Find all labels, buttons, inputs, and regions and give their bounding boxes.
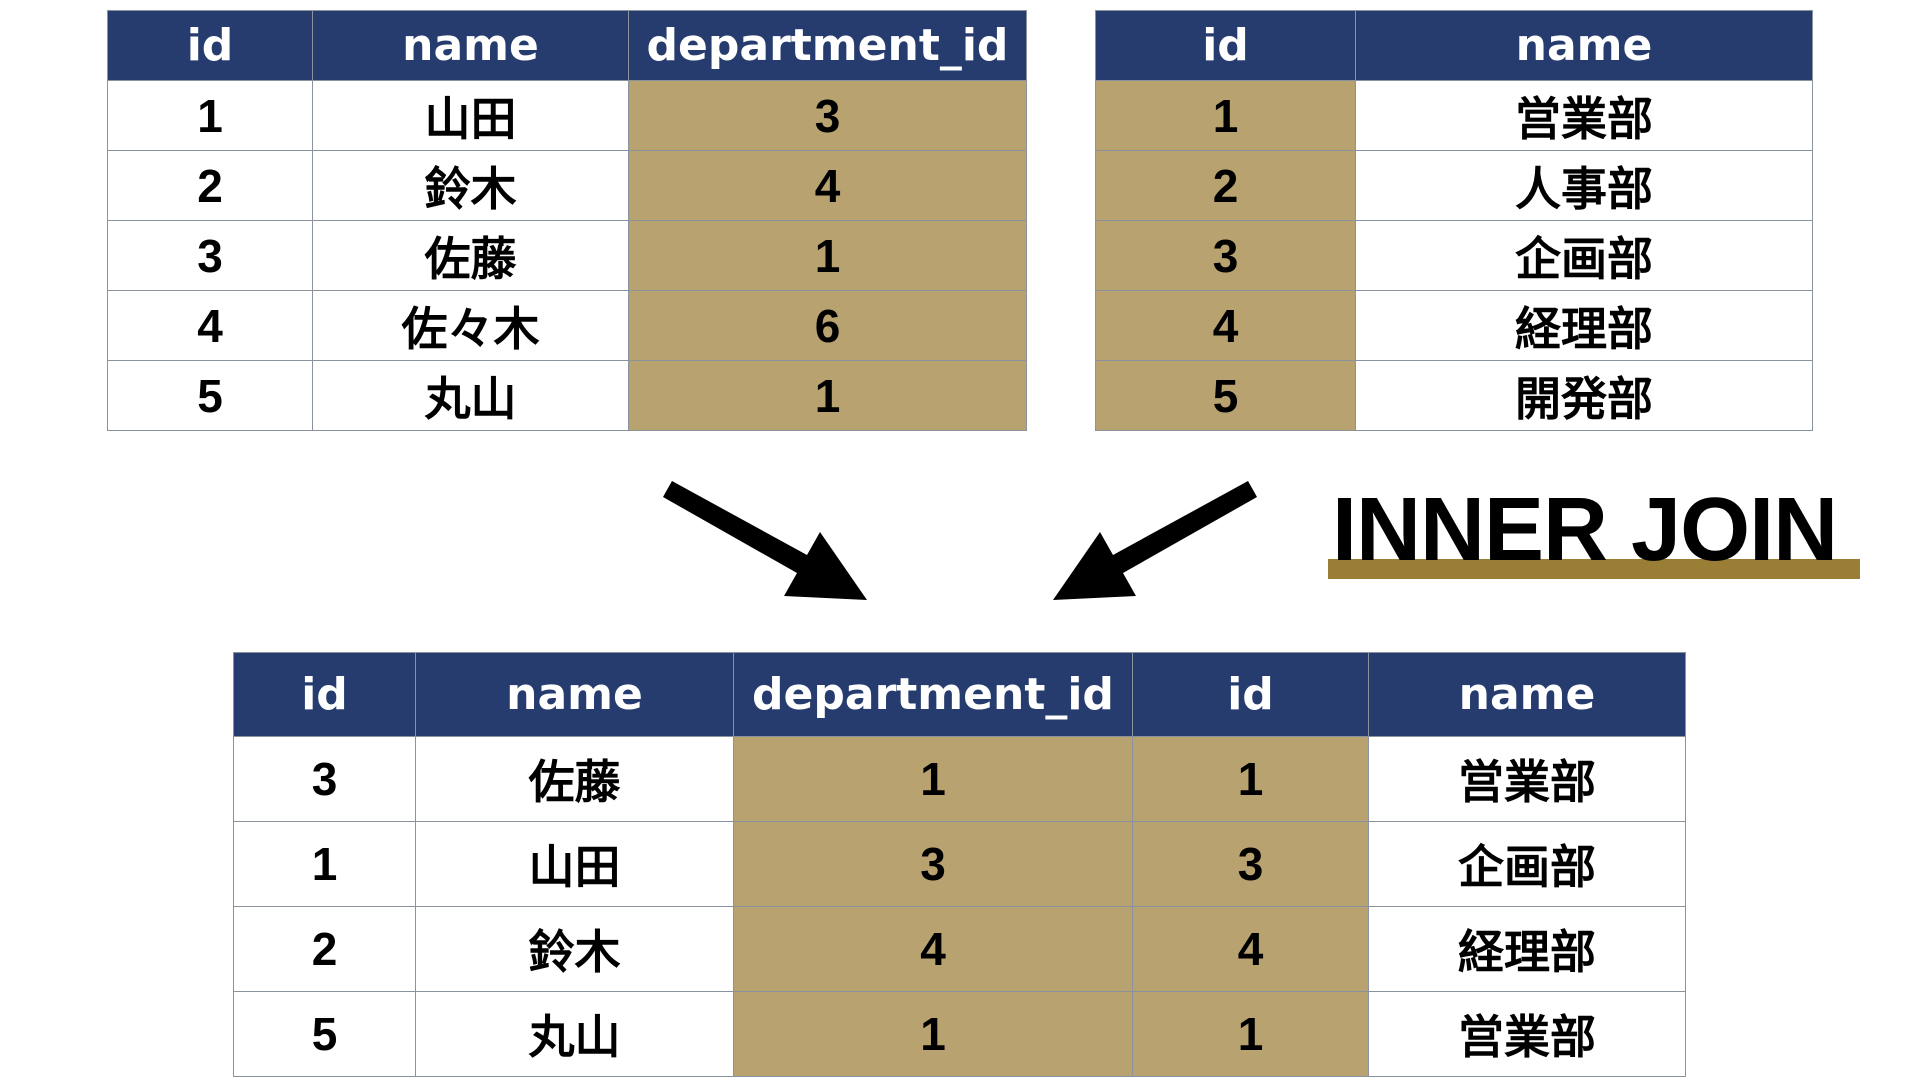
cell-department-id: 3 xyxy=(628,80,1027,151)
cell-dept-name: 営業部 xyxy=(1368,991,1686,1077)
cell-id: 1 xyxy=(107,80,313,151)
table-row: 2 人事部 xyxy=(1095,150,1813,221)
cell-dept-id: 1 xyxy=(1132,736,1369,822)
cell-id: 2 xyxy=(107,150,313,221)
arrow-down-right-icon xyxy=(663,481,867,600)
table-row: 2 鈴木 4 4 経理部 xyxy=(233,906,1686,992)
cell-id: 4 xyxy=(1095,290,1356,361)
result-col-dept-name: name xyxy=(1368,652,1686,737)
table-row: 4 佐々木 6 xyxy=(107,290,1027,361)
cell-dept-name: 企画部 xyxy=(1368,821,1686,907)
result-col-dept-id: id xyxy=(1132,652,1369,737)
employees-header-row: id name department_id xyxy=(107,10,1027,81)
cell-id: 2 xyxy=(1095,150,1356,221)
cell-dept-name: 営業部 xyxy=(1368,736,1686,822)
cell-name: 丸山 xyxy=(312,360,629,431)
employees-table: id name department_id 1 山田 3 2 鈴木 4 3 佐藤… xyxy=(107,10,1027,431)
cell-id: 4 xyxy=(107,290,313,361)
departments-col-name: name xyxy=(1355,10,1813,81)
cell-department-id: 1 xyxy=(628,220,1027,291)
cell-dept-id: 3 xyxy=(1132,821,1369,907)
cell-department-id: 1 xyxy=(628,360,1027,431)
cell-id: 1 xyxy=(1095,80,1356,151)
result-table: id name department_id id name 3 佐藤 1 1 営… xyxy=(233,652,1686,1077)
result-col-department-id: department_id xyxy=(733,652,1133,737)
cell-name: 企画部 xyxy=(1355,220,1813,291)
cell-department-id: 3 xyxy=(733,821,1133,907)
result-header-row: id name department_id id name xyxy=(233,652,1686,737)
cell-id: 2 xyxy=(233,906,416,992)
cell-id: 3 xyxy=(233,736,416,822)
departments-table: id name 1 営業部 2 人事部 3 企画部 4 経理部 5 開発部 xyxy=(1095,10,1813,431)
table-row: 5 開発部 xyxy=(1095,360,1813,431)
table-row: 1 山田 3 3 企画部 xyxy=(233,821,1686,907)
inner-join-text: INNER JOIN xyxy=(1332,480,1838,580)
table-row: 5 丸山 1 xyxy=(107,360,1027,431)
cell-name: 佐々木 xyxy=(312,290,629,361)
table-row: 3 企画部 xyxy=(1095,220,1813,291)
employees-col-department-id: department_id xyxy=(628,10,1027,81)
cell-department-id: 4 xyxy=(733,906,1133,992)
cell-name: 山田 xyxy=(415,821,734,907)
table-row: 3 佐藤 1 1 営業部 xyxy=(233,736,1686,822)
cell-name: 経理部 xyxy=(1355,290,1813,361)
table-row: 1 営業部 xyxy=(1095,80,1813,151)
cell-name: 開発部 xyxy=(1355,360,1813,431)
result-col-id: id xyxy=(233,652,416,737)
cell-name: 丸山 xyxy=(415,991,734,1077)
cell-department-id: 1 xyxy=(733,991,1133,1077)
cell-name: 人事部 xyxy=(1355,150,1813,221)
cell-dept-id: 1 xyxy=(1132,991,1369,1077)
cell-name: 鈴木 xyxy=(415,906,734,992)
cell-name: 佐藤 xyxy=(312,220,629,291)
cell-department-id: 6 xyxy=(628,290,1027,361)
cell-id: 5 xyxy=(233,991,416,1077)
departments-header-row: id name xyxy=(1095,10,1813,81)
cell-dept-id: 4 xyxy=(1132,906,1369,992)
cell-id: 1 xyxy=(233,821,416,907)
cell-name: 佐藤 xyxy=(415,736,734,822)
inner-join-label: INNER JOIN xyxy=(1328,484,1860,582)
table-row: 5 丸山 1 1 営業部 xyxy=(233,991,1686,1077)
cell-id: 3 xyxy=(107,220,313,291)
cell-id: 5 xyxy=(107,360,313,431)
table-row: 1 山田 3 xyxy=(107,80,1027,151)
cell-department-id: 4 xyxy=(628,150,1027,221)
table-row: 2 鈴木 4 xyxy=(107,150,1027,221)
employees-col-name: name xyxy=(312,10,629,81)
departments-col-id: id xyxy=(1095,10,1356,81)
cell-name: 山田 xyxy=(312,80,629,151)
employees-col-id: id xyxy=(107,10,313,81)
cell-department-id: 1 xyxy=(733,736,1133,822)
inner-join-underline xyxy=(1328,559,1860,579)
table-row: 4 経理部 xyxy=(1095,290,1813,361)
result-col-name: name xyxy=(415,652,734,737)
table-row: 3 佐藤 1 xyxy=(107,220,1027,291)
arrow-down-left-icon xyxy=(1053,481,1257,600)
cell-dept-name: 経理部 xyxy=(1368,906,1686,992)
cell-name: 鈴木 xyxy=(312,150,629,221)
cell-name: 営業部 xyxy=(1355,80,1813,151)
cell-id: 5 xyxy=(1095,360,1356,431)
cell-id: 3 xyxy=(1095,220,1356,291)
